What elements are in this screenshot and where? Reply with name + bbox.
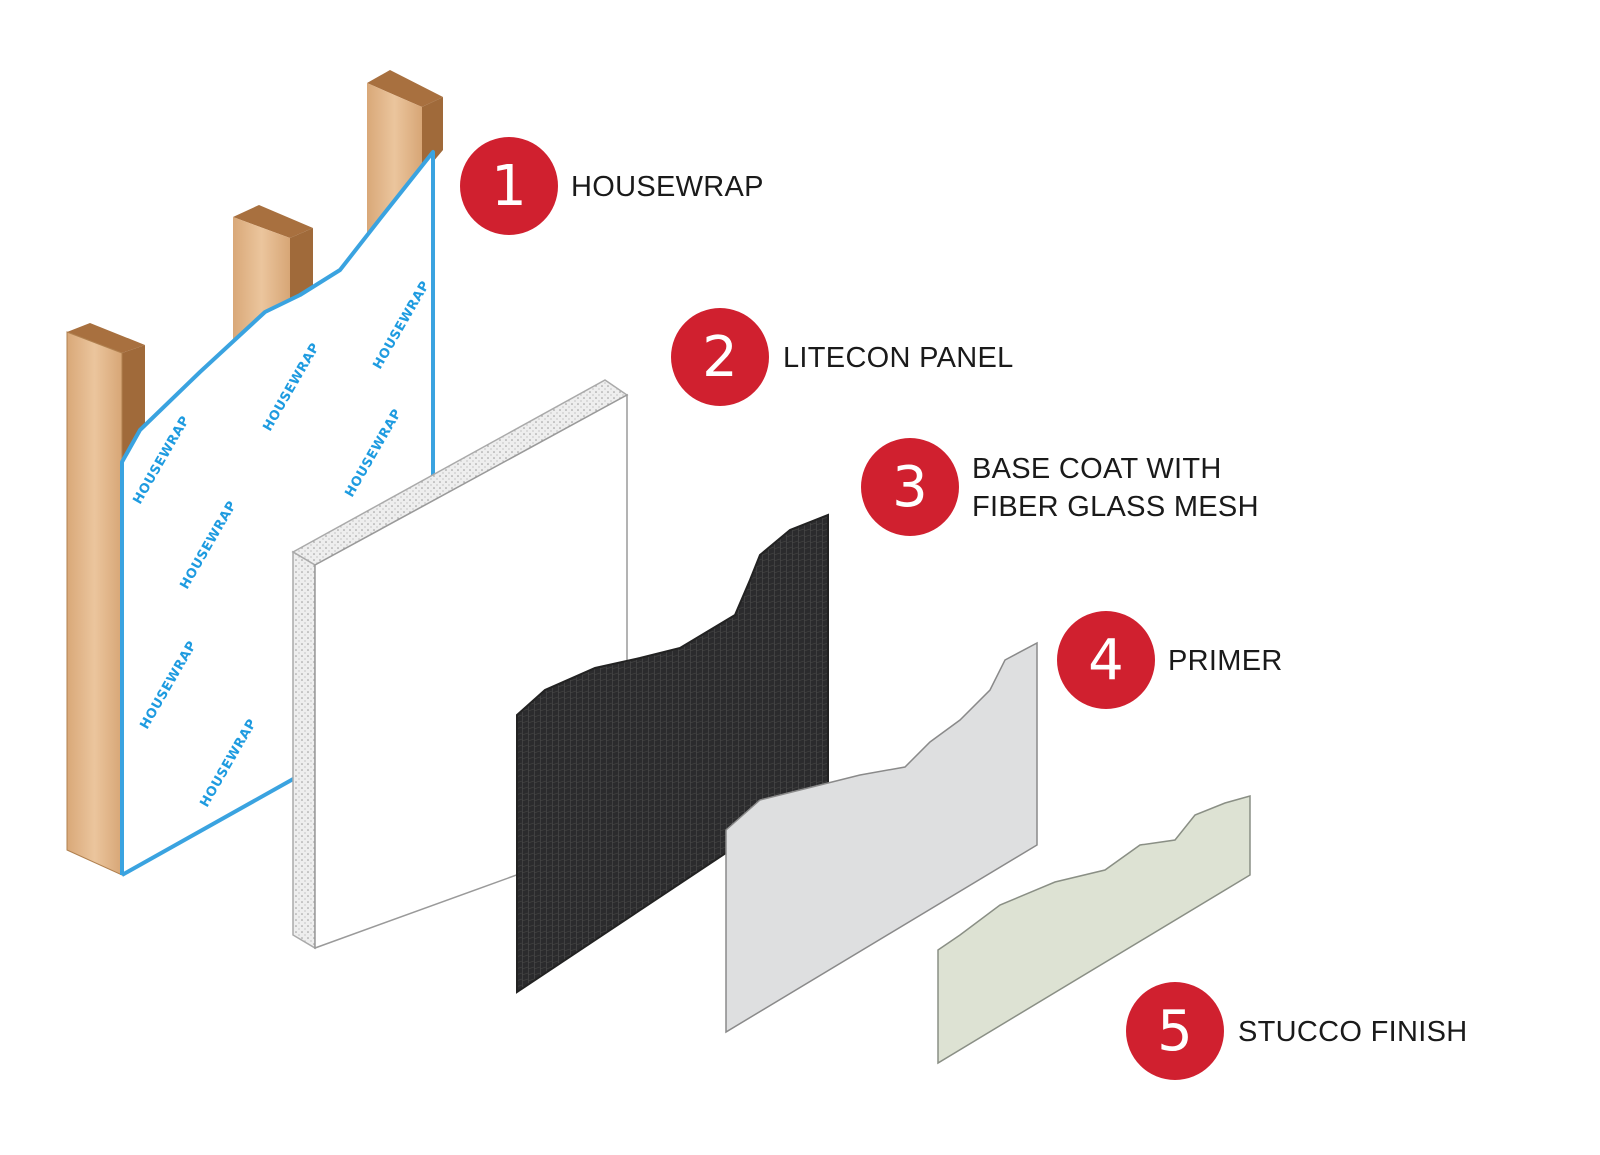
stucco-finish-layer <box>937 795 1251 1065</box>
housewrap-sheet: HOUSEWRAP HOUSEWRAP HOUSEWRAP HOUSEWRAP … <box>120 150 435 877</box>
label-housewrap: HOUSEWRAP <box>571 171 764 203</box>
label-primer: PRIMER <box>1168 645 1283 677</box>
step-badge-2: 2 <box>671 308 769 406</box>
label-base-coat-line2: FIBER GLASS MESH <box>972 491 1259 523</box>
step-badge-1: 1 <box>460 137 558 235</box>
label-litecon-panel: LITECON PANEL <box>783 342 1014 374</box>
step-badge-5: 5 <box>1126 982 1224 1080</box>
label-stucco-finish: STUCCO FINISH <box>1238 1016 1468 1048</box>
step-badge-4: 4 <box>1057 611 1155 709</box>
wood-stud-right <box>367 70 443 240</box>
label-base-coat: BASE COAT WITH FIBER GLASS MESH <box>972 450 1259 526</box>
primer-layer <box>725 641 1038 1034</box>
label-base-coat-line1: BASE COAT WITH <box>972 453 1222 485</box>
step-badge-3: 3 <box>861 438 959 536</box>
